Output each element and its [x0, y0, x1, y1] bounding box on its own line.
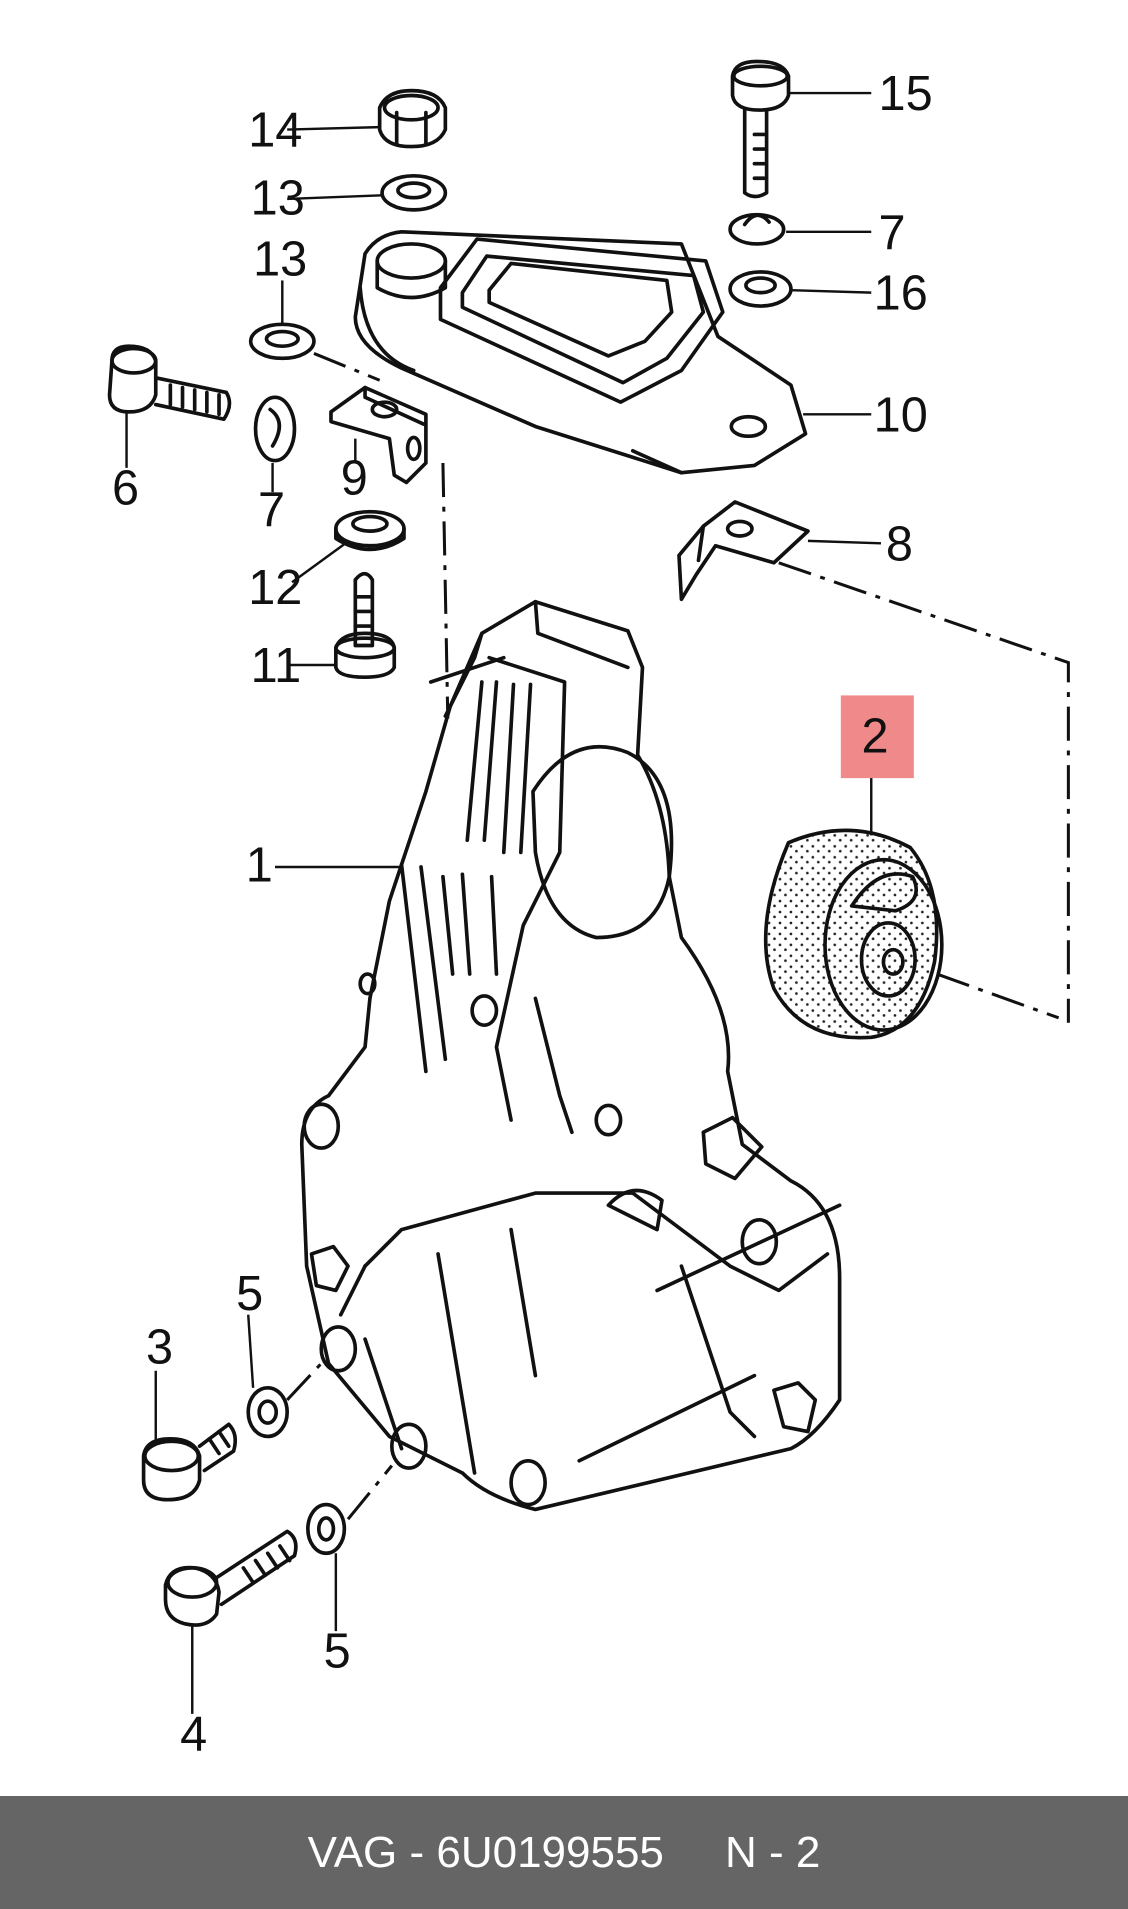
callout-11: 11 — [251, 639, 302, 693]
washer-part-5-top — [246, 1385, 289, 1439]
callout-2-highlight — [840, 695, 914, 779]
callout-1: 1 — [246, 839, 273, 893]
callout-16: 16 — [874, 267, 928, 321]
bolt-part-4 — [163, 1529, 298, 1627]
callout-7-right: 7 — [879, 206, 906, 260]
callout-12: 12 — [248, 561, 302, 615]
bracket-part-8 — [677, 500, 810, 602]
callout-13-lower: 13 — [253, 233, 307, 287]
callout-14: 14 — [248, 104, 302, 158]
callout-5-bottom: 5 — [324, 1625, 351, 1679]
spring-washer-part-7-right — [728, 212, 786, 246]
callout-9: 9 — [341, 452, 368, 506]
mount-bracket-part-10 — [353, 229, 808, 475]
bolt-part-3 — [141, 1422, 238, 1502]
bolt-part-11 — [334, 571, 397, 679]
housing-part-1 — [299, 599, 842, 1512]
washer-part-5-bottom — [306, 1502, 347, 1556]
spring-washer-part-7-left — [253, 395, 297, 463]
callout-13-top: 13 — [251, 172, 305, 226]
callout-6: 6 — [112, 461, 139, 515]
callout-15: 15 — [879, 67, 933, 121]
bolt-part-6 — [107, 344, 232, 422]
washer-part-13-top — [380, 173, 448, 212]
washer-part-13-lower — [248, 322, 316, 361]
parts-exploded-diagram: 1 2 3 4 5 5 6 7 7 8 9 10 11 12 13 13 14 … — [107, 59, 1070, 1761]
callout-3: 3 — [146, 1320, 173, 1374]
callout-10: 10 — [874, 388, 928, 442]
bracket-part-9 — [329, 385, 428, 485]
rubber-bushing-part-2 — [763, 828, 944, 1040]
assembly-lines — [286, 352, 1070, 1521]
callout-5-top: 5 — [236, 1267, 263, 1321]
footer-text: VAG - 6U0199555 N - 2 — [307, 1827, 821, 1877]
nut-part-14 — [377, 88, 448, 149]
callout-8: 8 — [886, 517, 913, 571]
washer-part-12 — [334, 509, 406, 552]
washer-part-16 — [728, 270, 793, 308]
callout-2: 2 — [862, 710, 889, 764]
part-number-footer: VAG - 6U0199555 N - 2 — [0, 1796, 1128, 1909]
bolt-part-15 — [730, 59, 791, 199]
leader-lines — [125, 91, 882, 1714]
callout-4: 4 — [180, 1707, 207, 1761]
callout-7-left: 7 — [258, 483, 285, 537]
